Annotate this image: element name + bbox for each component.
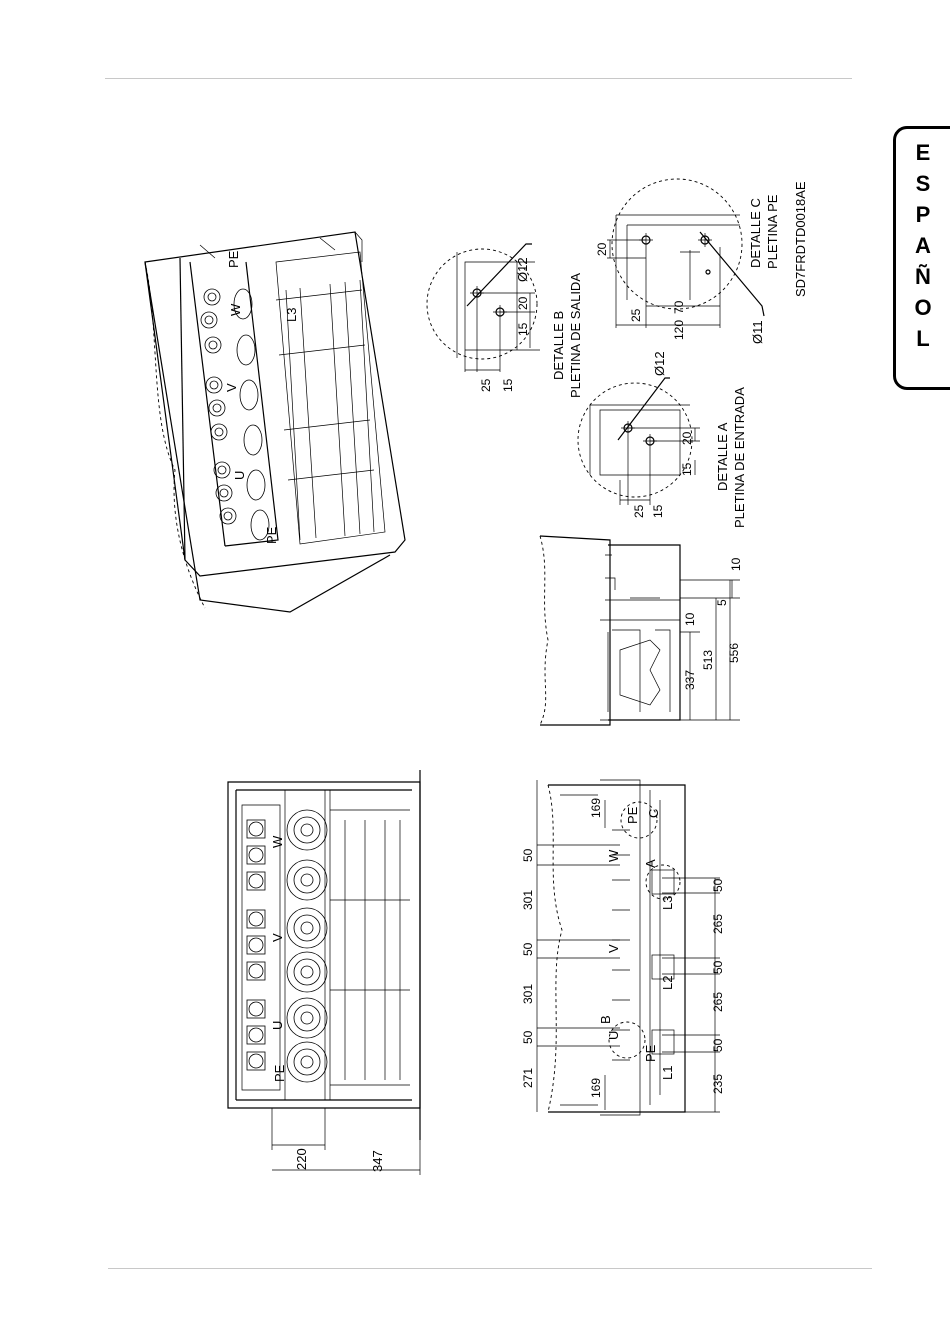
detail-b: Ø12 20 15 25 15 DETALLE B PLETINA DE SAL… [427, 244, 583, 398]
bottom-label: PE [625, 806, 640, 824]
bottom-side-dim: 169 [589, 1078, 603, 1098]
side-dim: 5 [715, 599, 729, 606]
side-dim: 337 [683, 670, 697, 690]
front-terminal: U [270, 1021, 285, 1030]
persp-label: U [232, 471, 247, 480]
detail-a-title: DETALLE A [715, 422, 730, 491]
detail-b-dim: 15 [516, 322, 530, 336]
side-dim: 556 [727, 643, 741, 663]
persp-label: PE [264, 526, 279, 544]
side-view: 10 5 10 337 513 556 [540, 536, 743, 725]
persp-label: L3 [284, 308, 299, 322]
bottom-top-dim: 271 [521, 1068, 535, 1088]
detail-c-dim: 120 [672, 320, 686, 340]
detail-b-dim: 15 [501, 378, 515, 392]
front-small-fans [247, 820, 265, 1070]
detail-b-dim: 20 [516, 296, 530, 310]
persp-label: W [228, 303, 243, 316]
bottom-bottom-dim: 235 [711, 1074, 725, 1094]
detail-a-dim: 15 [651, 504, 665, 518]
bottom-bottom-dim: 50 [711, 960, 725, 974]
bottom-bottom-dim: 50 [711, 878, 725, 892]
perspective-view: PE W V U PE L3 [145, 232, 405, 612]
detail-c-title: DETALLE C [748, 198, 763, 268]
front-view: PE U V W 220 347 [228, 770, 420, 1175]
detail-c-dim: 25 [629, 308, 643, 322]
bottom-top-dim: 50 [521, 848, 535, 862]
front-dim: 347 [370, 1150, 385, 1172]
front-terminal: V [270, 933, 285, 942]
detail-a-dim: 20 [680, 431, 694, 445]
persp-label: PE [226, 250, 241, 268]
bottom-label: A [643, 859, 658, 868]
detail-b-dim: 25 [479, 378, 493, 392]
side-dim: 513 [701, 650, 715, 670]
front-dim: 220 [294, 1148, 309, 1170]
bottom-label: U [606, 1031, 621, 1040]
detail-b-subtitle: PLETINA DE SALIDA [568, 273, 583, 398]
bottom-label: PE [643, 1044, 658, 1062]
detail-b-hole: Ø12 [515, 257, 530, 282]
bottom-top-dim: 50 [521, 942, 535, 956]
front-terminal: PE [272, 1064, 287, 1082]
bottom-top-dim: 301 [521, 890, 535, 910]
detail-b-title: DETALLE B [551, 311, 566, 380]
drawing-code: SD7FRDTD0018AE [793, 181, 808, 297]
bottom-side-dim: 169 [589, 798, 603, 818]
bottom-bottom-dim: 265 [711, 914, 725, 934]
bottom-top-dim: 301 [521, 984, 535, 1004]
perspective-fans [201, 289, 269, 540]
bottom-label: L3 [660, 896, 675, 910]
detail-c-subtitle: PLETINA PE [765, 194, 780, 269]
bottom-top-dim: 50 [521, 1030, 535, 1044]
persp-label: V [224, 383, 239, 392]
bottom-label: V [606, 944, 621, 953]
detail-c-hole: Ø11 [750, 320, 765, 344]
detail-c-dim: 20 [595, 242, 609, 256]
front-large-fans [287, 810, 327, 1082]
detail-a-hole: Ø12 [652, 351, 667, 376]
detail-a-subtitle: PLETINA DE ENTRADA [732, 387, 747, 528]
detail-a-dim: 25 [632, 504, 646, 518]
bottom-view: 271 50 301 50 301 50 169 169 235 50 265 … [521, 780, 725, 1115]
detail-a: Ø12 20 15 25 15 DETALLE A PLETINA DE ENT… [578, 351, 747, 528]
bottom-bottom-dim: 265 [711, 992, 725, 1012]
front-terminal: W [270, 835, 285, 848]
bottom-bottom-dim: 50 [711, 1038, 725, 1052]
side-dim: 10 [683, 612, 697, 626]
bottom-label: C [646, 809, 661, 818]
bottom-label: L1 [660, 1066, 675, 1080]
side-dim: 10 [729, 557, 743, 571]
detail-c: 20 25 120 70 Ø11 DETALLE C PLETINA PE SD… [595, 179, 808, 344]
bottom-label: B [598, 1015, 613, 1024]
detail-c-dim: 70 [672, 300, 686, 314]
bottom-label: W [606, 849, 621, 862]
detail-a-dim: 15 [680, 462, 694, 476]
bottom-label: L2 [660, 976, 675, 990]
